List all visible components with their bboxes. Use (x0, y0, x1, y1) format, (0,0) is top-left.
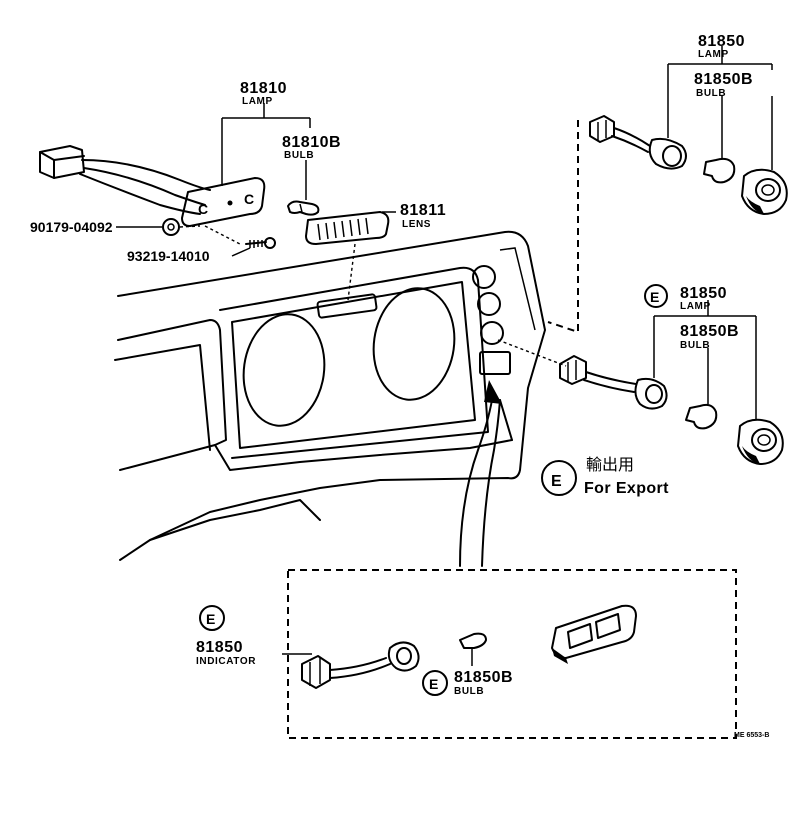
part-name-81850b-middle: BULB (680, 340, 710, 351)
drawing-code: ME 6553-B (734, 732, 769, 739)
part-number-81850b-middle: 81850B (680, 323, 739, 340)
export-legend-japanese: 輸出用 (586, 455, 634, 474)
part-number-93219: 93219-14010 (127, 248, 210, 264)
lamp-81810-assembly: C C (39, 145, 390, 301)
part-name-81850b-bottom: BULB (454, 686, 484, 697)
export-mark-indicator-letter: E (206, 611, 215, 627)
lamp-81850-upper-assembly (547, 46, 788, 334)
svg-text:C: C (244, 191, 254, 207)
part-name-81811: LENS (402, 219, 431, 230)
export-legend-letter: E (551, 473, 562, 490)
part-number-81811: 81811 (400, 202, 446, 219)
instrument-cluster-housing (114, 230, 546, 561)
part-name-81850-indicator: INDICATOR (196, 656, 256, 667)
export-mark-bulb-bottom-letter: E (429, 676, 438, 692)
svg-text:C: C (198, 201, 208, 217)
part-number-81810: 81810 (240, 80, 287, 97)
part-number-90179: 90179-04092 (30, 219, 113, 235)
part-number-81850-upper: 81850 (698, 33, 745, 50)
part-name-81810: LAMP (242, 96, 273, 107)
part-name-81850-middle: LAMP (680, 301, 711, 312)
export-legend-english: For Export (584, 480, 669, 497)
export-legend: E (541, 460, 577, 496)
part-number-81850b-upper: 81850B (694, 71, 753, 88)
part-name-81850b-upper: BULB (696, 88, 726, 99)
indicator-location-arrow (459, 380, 502, 567)
lamp-81850-middle-assembly: E (497, 284, 784, 465)
leaders-81810 (116, 103, 396, 257)
part-name-81810b: BULB (284, 150, 314, 161)
indicator-detail-box (282, 569, 737, 739)
part-number-81850-indicator: 81850 (196, 639, 243, 656)
part-name-81850-upper: LAMP (698, 49, 729, 60)
export-mark-bulb-bottom (422, 670, 448, 696)
export-mark-middle: E (650, 289, 659, 305)
export-mark-indicator (199, 605, 225, 631)
part-number-81850b-bottom: 81850B (454, 669, 513, 686)
part-number-81850-middle: 81850 (680, 285, 727, 302)
part-number-81810b: 81810B (282, 134, 341, 151)
